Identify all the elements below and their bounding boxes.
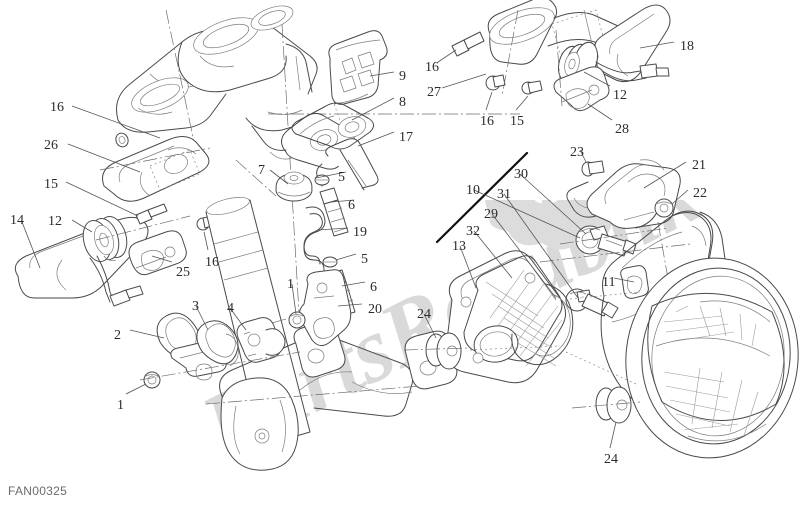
part-bulb-29 xyxy=(565,288,619,319)
callout-27: 27 xyxy=(427,85,441,100)
part-bolt-6-upper xyxy=(319,187,349,237)
callout-24-b: 24 xyxy=(604,452,618,467)
part-grommet-24-right xyxy=(595,386,632,424)
callout-16-d: 16 xyxy=(480,114,494,129)
callout-16: 16 xyxy=(50,100,64,115)
callout-15-b: 15 xyxy=(510,114,524,129)
part-headlight-housing-grille xyxy=(445,250,574,384)
callout-2: 2 xyxy=(114,328,121,343)
callout-22: 22 xyxy=(693,186,707,201)
callout-4: 4 xyxy=(227,301,234,316)
centerline-fork xyxy=(281,23,301,331)
part-headlight-lens xyxy=(625,257,799,459)
callout-21: 21 xyxy=(692,158,706,173)
callout-30: 30 xyxy=(514,167,528,182)
part-grommet-24-left xyxy=(425,332,462,370)
part-bulb-10 xyxy=(575,225,637,257)
diagram-caption: FAN00325 xyxy=(8,484,68,498)
part-left-indicator-bracket-25 xyxy=(128,230,187,276)
centerline-grommet-right xyxy=(571,401,641,409)
part-screw-23 xyxy=(581,160,605,177)
callout-3: 3 xyxy=(192,299,199,314)
callout-23: 23 xyxy=(570,145,584,160)
callout-6: 6 xyxy=(348,198,355,213)
callout-5: 5 xyxy=(338,170,345,185)
centerline-lamp-upper2 xyxy=(559,227,669,245)
leader-lines xyxy=(21,41,689,449)
callout-9: 9 xyxy=(399,69,406,84)
centerline-indicator-left xyxy=(95,215,191,241)
callout-11: 11 xyxy=(602,275,616,290)
dotted-relay-bracket xyxy=(333,103,341,121)
callout-14: 14 xyxy=(10,213,24,228)
part-left-indicator-screw-15 xyxy=(135,203,168,225)
callout-13: 13 xyxy=(452,239,466,254)
part-screw-5-lower xyxy=(322,256,338,268)
centerline-tube xyxy=(501,9,519,97)
callout-12-b: 12 xyxy=(613,88,627,103)
part-grommet-3 xyxy=(196,320,239,367)
part-nut-1-center xyxy=(288,311,306,329)
callout-12: 12 xyxy=(48,214,62,229)
callout-15: 15 xyxy=(44,177,58,192)
callout-28: 28 xyxy=(615,122,629,137)
callout-20: 20 xyxy=(368,302,382,317)
part-rubber-mount-7 xyxy=(275,171,313,202)
dotted-lamp-link-a xyxy=(559,291,641,301)
callout-5-b: 5 xyxy=(361,252,368,267)
dotted-grommet-left xyxy=(469,345,561,351)
callout-25: 25 xyxy=(176,265,190,280)
part-bulb-11 xyxy=(620,265,649,299)
centerline-lower-left xyxy=(139,351,301,381)
callout-1: 1 xyxy=(117,398,124,413)
part-nut-1 xyxy=(143,371,161,389)
part-left-indicator-shell-26 xyxy=(102,136,210,202)
part-wire-clip-19 xyxy=(303,206,326,271)
centerline-indicator-right xyxy=(555,29,563,107)
centerline-fork-top xyxy=(235,159,277,197)
callout-8: 8 xyxy=(399,95,406,110)
part-bracket-20 xyxy=(298,269,352,346)
callout-24: 24 xyxy=(417,307,431,322)
part-upper-triple-clamp xyxy=(116,5,318,133)
part-left-indicator-cable xyxy=(89,255,144,307)
callout-31: 31 xyxy=(497,187,511,202)
centerline-grommet-left xyxy=(403,347,471,351)
callout-32: 32 xyxy=(466,224,480,239)
callout-16-c: 16 xyxy=(425,60,439,75)
centerline-shell-left xyxy=(99,147,211,171)
part-screw-15-top xyxy=(521,80,543,95)
callout-18: 18 xyxy=(680,39,694,54)
centerline-lamp-upper xyxy=(539,243,691,263)
callout-29: 29 xyxy=(484,207,498,222)
part-relay-9 xyxy=(328,30,388,105)
callout-7: 7 xyxy=(258,163,265,178)
callout-10: 10 xyxy=(466,183,480,198)
part-screw-16-upper-left xyxy=(115,132,129,148)
part-left-indicator-lens-12 xyxy=(82,215,128,263)
part-grommet-22 xyxy=(654,198,674,218)
callout-1-b: 1 xyxy=(287,277,294,292)
pointer-line-30 xyxy=(435,151,529,244)
centerline-lower-clamp xyxy=(205,385,421,405)
callout-6-b: 6 xyxy=(370,280,377,295)
part-screw-16-mid xyxy=(485,74,506,91)
part-screw-16-top xyxy=(451,31,485,57)
callout-26: 26 xyxy=(44,138,58,153)
part-sensor-4 xyxy=(236,317,286,363)
callout-16-b: 16 xyxy=(205,255,219,270)
part-left-indicator-body xyxy=(14,216,149,299)
part-handlebar-tube-27 xyxy=(487,0,619,65)
callout-17: 17 xyxy=(399,130,413,145)
part-bracket-8 xyxy=(291,102,374,150)
callout-19: 19 xyxy=(353,225,367,240)
